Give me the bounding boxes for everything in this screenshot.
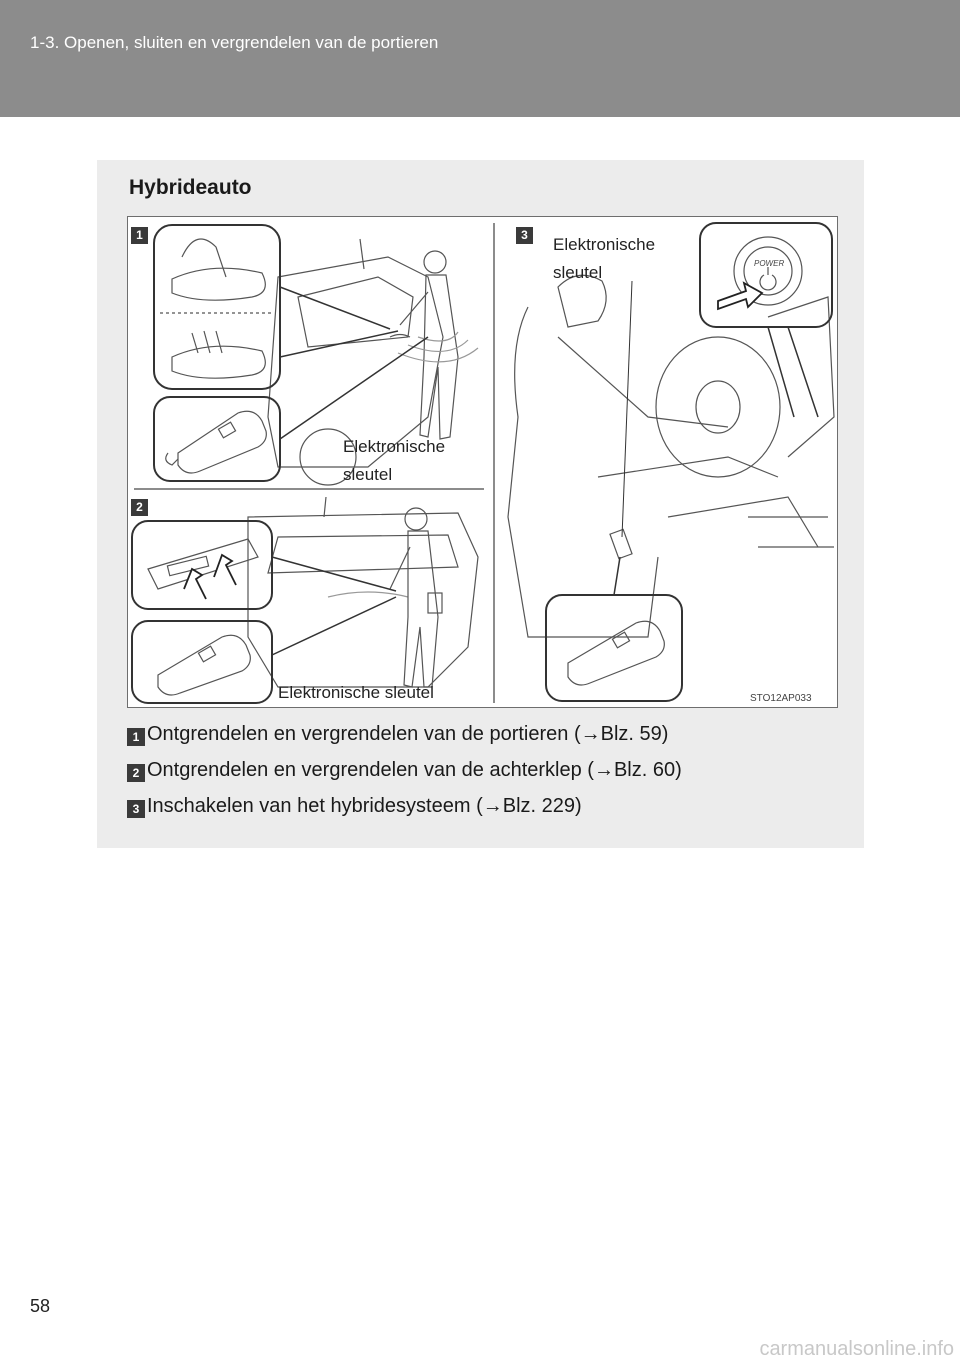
list-text-3: Inschakelen van het hybridesysteem (→Blz… (147, 795, 582, 817)
tailgate-opener-inset (131, 520, 273, 610)
key-fob-inset-3 (545, 594, 683, 702)
driver-drawing (507, 274, 835, 638)
power-label: POWER (754, 259, 785, 268)
person-1-drawing (397, 250, 479, 440)
legend-list: 1 Ontgrendelen en vergrendelen van de po… (127, 719, 847, 827)
illustration: 1 2 3 Elektronische sleutel Elektronisch… (127, 216, 838, 708)
list-text-2: Ontgrendelen en vergrendelen van de acht… (147, 759, 682, 781)
key-label-section-1: Elektronische sleutel (343, 437, 446, 484)
page-number: 58 (30, 1296, 51, 1316)
power-button-inset (699, 222, 833, 328)
page-header: 1-3. Openen, sluiten en vergrendelen van… (0, 0, 960, 117)
list-badge-2: 2 (127, 764, 145, 782)
section-badge-3: 3 (516, 227, 533, 244)
person-2-drawing (389, 507, 443, 688)
key-label-section-3: Elektronische sleutel (553, 235, 656, 282)
figure-code: STO12AP033 (750, 693, 812, 704)
key-label-section-2: Elektronische sleutel (278, 683, 434, 702)
car-side-drawing (267, 238, 444, 486)
illustration-drawing (131, 222, 835, 704)
list-item: 1 Ontgrendelen en vergrendelen van de po… (127, 719, 847, 754)
list-item: 3 Inschakelen van het hybridesysteem (→B… (127, 791, 847, 826)
watermark: carmanualsonline.info (759, 1338, 954, 1360)
panel-heading: Hybrideauto (129, 176, 252, 199)
section-badge-2: 2 (131, 499, 148, 516)
list-text-1: Ontgrendelen en vergrendelen van de port… (147, 723, 669, 745)
key-fob-inset-1 (153, 396, 281, 482)
section-badge-1: 1 (131, 227, 148, 244)
list-item: 2 Ontgrendelen en vergrendelen van de ac… (127, 755, 847, 790)
car-rear-drawing (247, 496, 479, 688)
list-badge-3: 3 (127, 800, 145, 818)
section-title: 1-3. Openen, sluiten en vergrendelen van… (30, 33, 439, 52)
key-fob-inset-2 (131, 620, 273, 704)
list-badge-1: 1 (127, 728, 145, 746)
door-handle-inset (153, 224, 281, 390)
